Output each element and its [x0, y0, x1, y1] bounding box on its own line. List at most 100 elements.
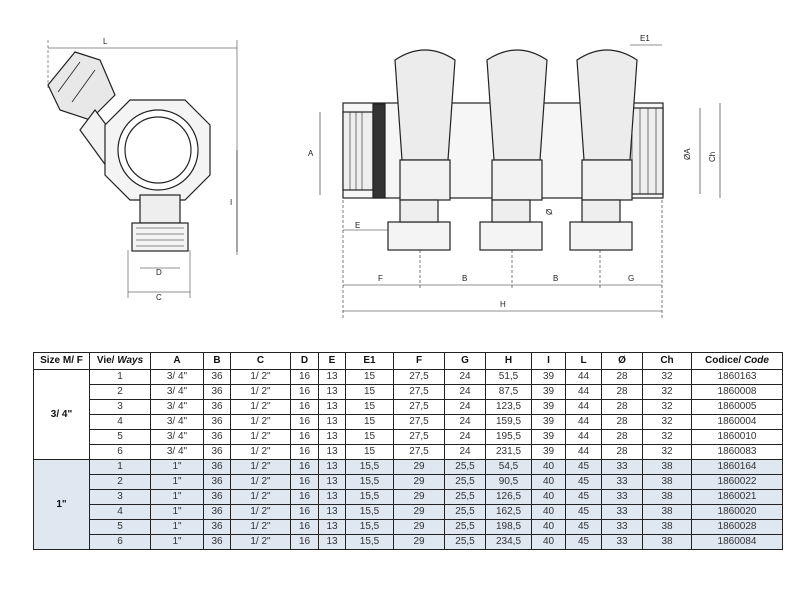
- table-cell: 13: [318, 519, 346, 535]
- table-cell: 1860008: [691, 384, 783, 400]
- table-cell: 13: [318, 399, 346, 415]
- table-cell: 39: [531, 429, 566, 445]
- table-cell: 36: [203, 504, 231, 520]
- table-cell: 1": [150, 504, 204, 520]
- table-cell: 24: [444, 429, 486, 445]
- table-cell: 44: [565, 444, 602, 460]
- table-cell: 1/ 2": [230, 429, 291, 445]
- header-L: L: [565, 352, 602, 370]
- table-cell: 1": [150, 489, 204, 505]
- table-cell: 2: [89, 384, 151, 400]
- table-cell: 159,5: [485, 414, 532, 430]
- header-A: A: [150, 352, 204, 370]
- table-cell: 44: [565, 369, 602, 385]
- table-cell: 13: [318, 489, 346, 505]
- table-cell: 39: [531, 369, 566, 385]
- table-cell: 40: [531, 519, 566, 535]
- dim-label-H: H: [500, 300, 506, 309]
- table-cell: 36: [203, 489, 231, 505]
- table-cell: 1/ 2": [230, 399, 291, 415]
- table-cell: 13: [318, 474, 346, 490]
- header-code-en: Code: [743, 355, 769, 366]
- table-cell: 44: [565, 414, 602, 430]
- table-cell: 15,5: [345, 534, 394, 550]
- table-cell: 16: [290, 459, 319, 475]
- table-cell: 24: [444, 414, 486, 430]
- table-cell: 36: [203, 534, 231, 550]
- dim-label-E: E: [355, 221, 360, 230]
- dim-label-I: I: [230, 198, 232, 207]
- table-cell: 16: [290, 444, 319, 460]
- table-cell: 1": [150, 534, 204, 550]
- table-cell: 38: [642, 489, 692, 505]
- size-cell: 1": [33, 459, 90, 550]
- dim-label-A: A: [308, 149, 314, 158]
- table-cell: 1860163: [691, 369, 783, 385]
- table-cell: 3/ 4": [150, 414, 204, 430]
- table-cell: 36: [203, 429, 231, 445]
- table-cell: 36: [203, 459, 231, 475]
- table-cell: 2: [89, 474, 151, 490]
- table-cell: 1": [150, 459, 204, 475]
- table-cell: 1/ 2": [230, 534, 291, 550]
- table-cell: 3: [89, 489, 151, 505]
- table-cell: 16: [290, 399, 319, 415]
- table-cell: 15: [345, 429, 394, 445]
- table-cell: 25,5: [444, 489, 486, 505]
- table-cell: 24: [444, 369, 486, 385]
- table-cell: 28: [601, 414, 643, 430]
- table-cell: 40: [531, 489, 566, 505]
- table-cell: 15,5: [345, 504, 394, 520]
- table-cell: 126,5: [485, 489, 532, 505]
- header-ways: Vie/ Ways: [89, 352, 151, 370]
- header-ways-en: Ways: [117, 355, 144, 366]
- table-cell: 45: [565, 534, 602, 550]
- table-cell: 38: [642, 504, 692, 520]
- table-cell: 1/ 2": [230, 369, 291, 385]
- table-cell: 29: [393, 489, 445, 505]
- table-cell: 6: [89, 444, 151, 460]
- table-cell: 1860004: [691, 414, 783, 430]
- table-cell: 4: [89, 414, 151, 430]
- table-cell: 36: [203, 384, 231, 400]
- table-cell: 27,5: [393, 429, 445, 445]
- table-cell: 3/ 4": [150, 399, 204, 415]
- table-cell: 231,5: [485, 444, 532, 460]
- table-cell: 1": [150, 519, 204, 535]
- table-cell: 1/ 2": [230, 489, 291, 505]
- table-cell: 16: [290, 384, 319, 400]
- table-cell: 5: [89, 519, 151, 535]
- header-B: B: [203, 352, 231, 370]
- table-cell: 36: [203, 399, 231, 415]
- table-cell: 13: [318, 534, 346, 550]
- table-cell: 39: [531, 444, 566, 460]
- table-cell: 39: [531, 384, 566, 400]
- dim-label-G: G: [628, 274, 634, 283]
- table-cell: 33: [601, 504, 643, 520]
- table-cell: 15,5: [345, 459, 394, 475]
- table-cell: 15: [345, 384, 394, 400]
- table-cell: 38: [642, 534, 692, 550]
- table-cell: 1/ 2": [230, 444, 291, 460]
- table-cell: 13: [318, 384, 346, 400]
- dimensions-table: Size M/ F Vie/ Ways A B C D E E1 F G H I…: [33, 352, 783, 550]
- table-cell: 15: [345, 369, 394, 385]
- table-cell: 45: [565, 474, 602, 490]
- table-cell: 44: [565, 429, 602, 445]
- header-E1: E1: [345, 352, 394, 370]
- header-code-it: Codice/: [705, 355, 744, 366]
- header-ways-it: Vie/: [96, 355, 118, 366]
- table-cell: 16: [290, 534, 319, 550]
- table-cell: 29: [393, 459, 445, 475]
- table-cell: 1860084: [691, 534, 783, 550]
- table-cell: 45: [565, 519, 602, 535]
- table-cell: 198,5: [485, 519, 532, 535]
- dim-label-B: B: [462, 274, 467, 283]
